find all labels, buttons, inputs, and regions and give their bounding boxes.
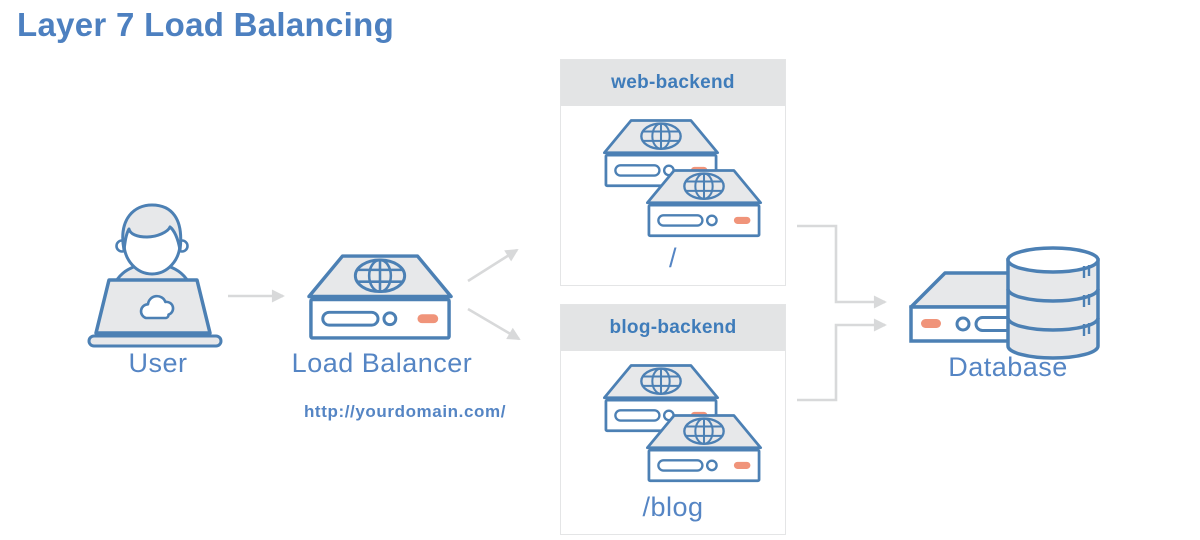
database-server-icon <box>909 246 1100 360</box>
web-backend-route: / <box>668 243 677 273</box>
blog-backend-header: blog-backend <box>561 305 785 351</box>
arrow-blog-backend-to-database <box>797 318 887 402</box>
page-title: Layer 7 Load Balancing <box>17 6 395 43</box>
server-icon <box>645 167 763 240</box>
arrow-load-balancer-to-web-backend <box>467 248 519 283</box>
blog-backend-card: blog-backend /blog <box>560 304 786 535</box>
load-balancer-server-icon <box>306 252 454 343</box>
server-icon <box>645 412 763 485</box>
user-label: User <box>128 348 188 378</box>
blog-backend-route: /blog <box>642 492 704 522</box>
cloud-icon <box>139 294 175 320</box>
load-balancer-url: http://yourdomain.com/ <box>303 402 507 421</box>
person-at-laptop-icon <box>87 203 223 348</box>
arrow-web-backend-to-database <box>797 224 887 309</box>
cylinder-accent-lines <box>1082 265 1091 336</box>
load-balancer-label: Load Balancer <box>291 348 473 378</box>
web-backend-header: web-backend <box>561 60 785 106</box>
database-label: Database <box>948 352 1068 382</box>
web-backend-card: web-backend / <box>560 59 786 286</box>
arrow-load-balancer-to-blog-backend <box>467 307 521 341</box>
